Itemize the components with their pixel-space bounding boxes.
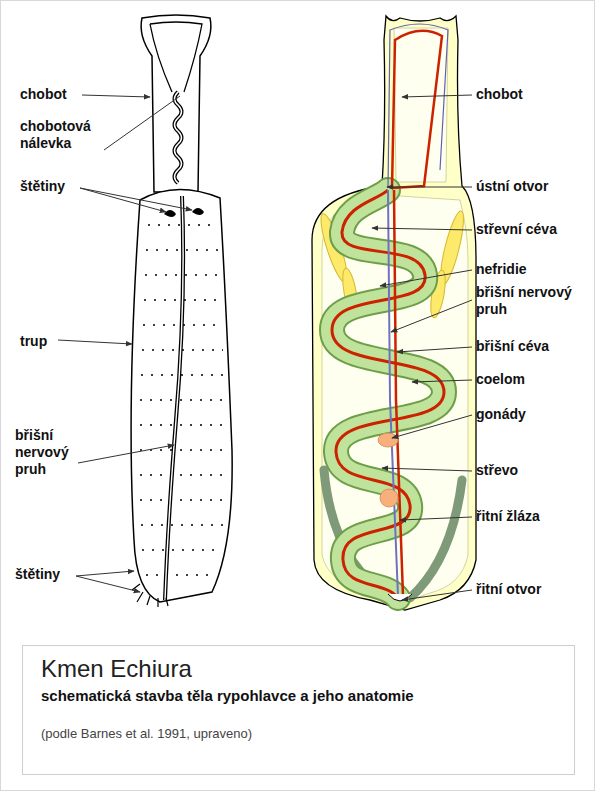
- leader-line: [397, 347, 472, 352]
- leader-line: [78, 445, 174, 463]
- gonad: [380, 489, 398, 507]
- caption-subtitle: schematická stavba těla rypohlavce a jeh…: [41, 686, 556, 705]
- seta: [164, 210, 176, 217]
- ventral-vessel: [394, 190, 403, 596]
- leader-line: [76, 571, 134, 576]
- anus: [388, 594, 412, 601]
- leader-line: [387, 187, 472, 188]
- leader-line: [392, 415, 472, 438]
- leader-line: [80, 188, 166, 212]
- part-label: chobot: [20, 86, 100, 103]
- intestine-outline: [332, 190, 444, 598]
- part-label: trup: [20, 333, 80, 350]
- part-label: nefridie: [476, 261, 591, 278]
- funnel-groove-inner: [175, 92, 182, 183]
- leader-lines: [58, 95, 472, 600]
- posterior-setae: [132, 584, 168, 607]
- leader-line: [80, 188, 192, 210]
- funnel-groove: [175, 92, 182, 183]
- leader-line: [380, 270, 472, 286]
- part-label: řitní žláza: [476, 508, 591, 525]
- part-label: coelom: [476, 371, 591, 388]
- proboscis-nerve: [388, 24, 448, 188]
- proboscis-vessel: [392, 31, 442, 188]
- proboscis-outline: [141, 15, 211, 192]
- leader-line: [104, 96, 180, 150]
- part-label: gonády: [476, 406, 591, 423]
- external-view: [131, 15, 232, 607]
- part-label: břišní nervový pruh: [15, 427, 79, 478]
- body-wall: [312, 16, 476, 610]
- part-label: střevní céva: [476, 221, 591, 238]
- leader-line: [372, 228, 472, 230]
- part-label: chobotová nálevka: [20, 118, 102, 152]
- leader-line: [402, 95, 472, 97]
- leader-line: [82, 95, 150, 97]
- leader-line: [402, 590, 472, 600]
- trunk-outline: [131, 189, 232, 602]
- part-label: štětiny: [15, 566, 95, 583]
- intestine: [332, 190, 444, 598]
- caption-box: Kmen Echiura schematická stavba těla rypo…: [22, 645, 575, 775]
- intestinal-vessel: [332, 190, 444, 598]
- caption-source: (podle Barnes et al. 1991, upraveno): [41, 725, 556, 742]
- nerve-cord-inner: [165, 196, 183, 600]
- proboscis-funnel: [150, 22, 202, 92]
- internal-anatomy: [312, 16, 476, 610]
- leader-line: [400, 517, 472, 520]
- caption-title: Kmen Echiura: [41, 654, 556, 684]
- part-label: střevo: [476, 462, 591, 479]
- leader-line: [412, 380, 472, 382]
- part-label: břišní céva: [476, 338, 591, 355]
- part-label: štětiny: [20, 178, 100, 195]
- leader-line: [76, 576, 140, 592]
- seta: [192, 208, 204, 215]
- leader-line: [382, 468, 472, 471]
- gonad: [378, 433, 398, 447]
- part-label: řitní otvor: [476, 581, 591, 598]
- part-label: břišní nervový pruh: [476, 284, 591, 318]
- part-label: chobot: [476, 86, 591, 103]
- part-label: ústní otvor: [476, 178, 591, 195]
- leader-line: [58, 340, 132, 344]
- nerve-cord-outline: [165, 196, 183, 600]
- leader-line: [391, 300, 472, 332]
